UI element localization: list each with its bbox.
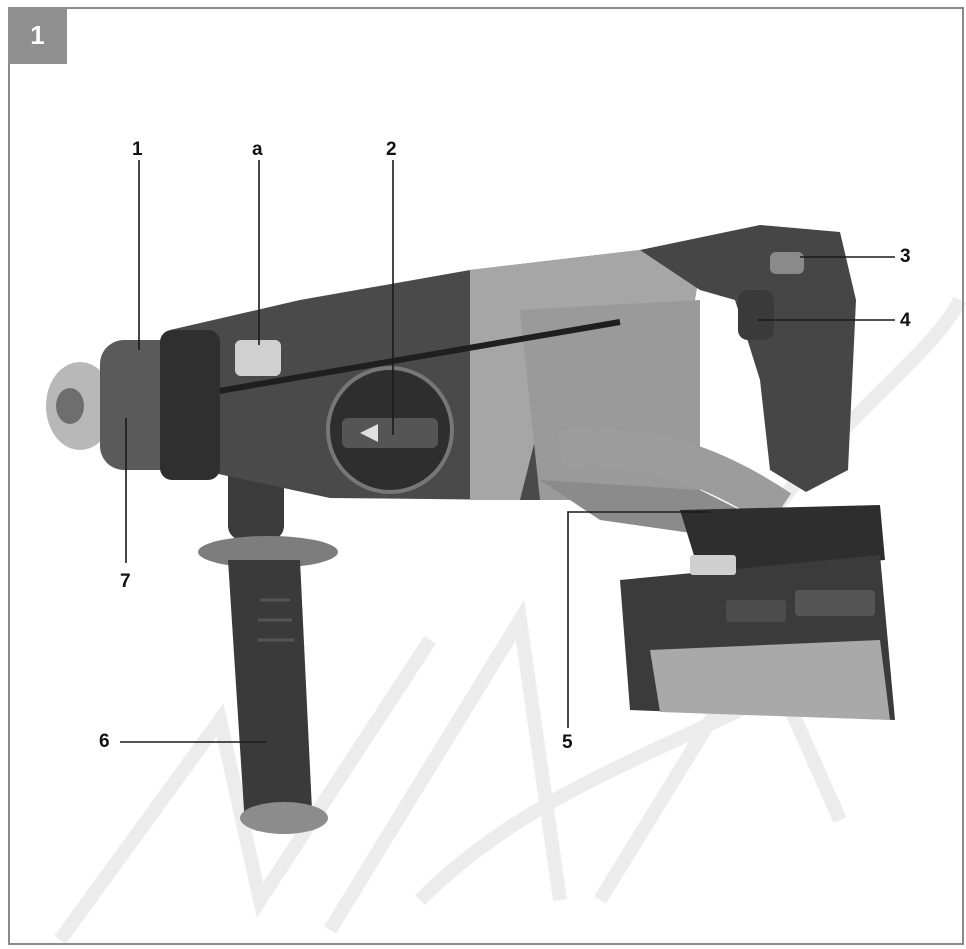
figure-frame <box>8 7 964 945</box>
callout-4: 4 <box>900 310 911 331</box>
callout-1: 1 <box>132 139 143 160</box>
power-x-change-battery-icon <box>690 555 875 622</box>
callout-3: 3 <box>900 246 911 267</box>
callout-a: a <box>252 139 263 160</box>
leader-lines <box>120 160 895 743</box>
callout-6: 6 <box>99 731 110 752</box>
callout-2: 2 <box>386 139 397 160</box>
rear-handle <box>540 225 856 540</box>
callout-7: 7 <box>120 571 131 592</box>
figure-number-badge: 1 <box>8 7 67 64</box>
battery-pack <box>620 505 895 720</box>
callout-5: 5 <box>562 732 573 753</box>
